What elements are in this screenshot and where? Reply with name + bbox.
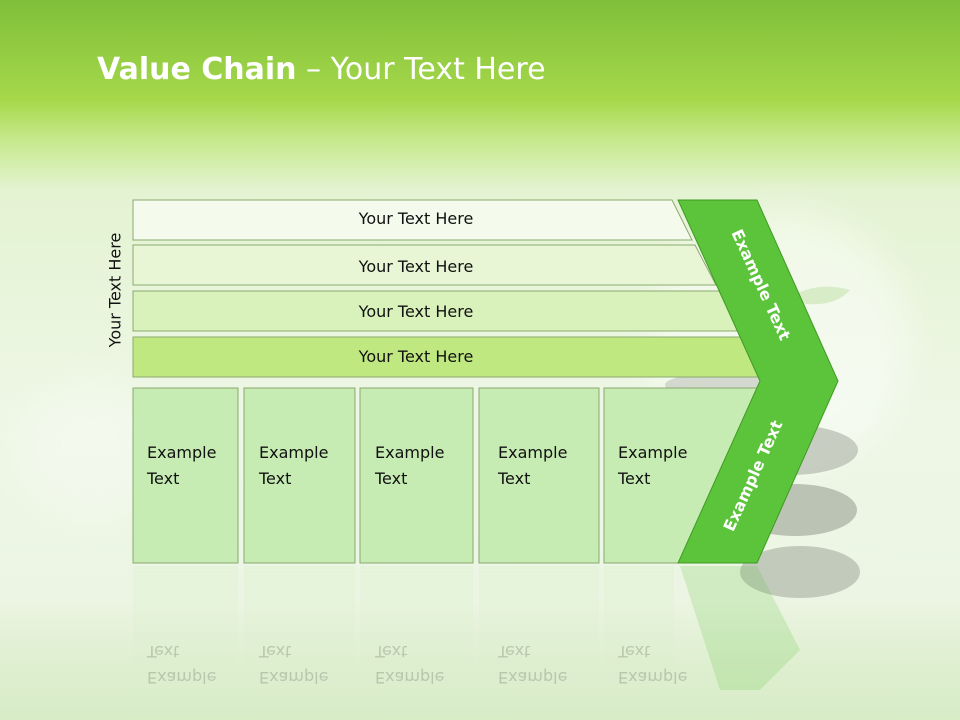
bar-3-label: Your Text Here (358, 302, 474, 321)
column-2-line-1: Example (259, 443, 328, 462)
reflection-text: Example (375, 668, 444, 687)
bar-3: Your Text Here (132, 290, 741, 332)
bar-4-label: Your Text Here (358, 347, 474, 366)
column-1: Example Text (132, 387, 239, 564)
column-2-line-2: Text (258, 469, 291, 488)
reflection-text: Text (617, 642, 650, 661)
bar-1-label: Your Text Here (358, 209, 474, 228)
svg-text:Example Text: Example Text (146, 443, 222, 488)
svg-text:Example Text: Example Text (258, 443, 334, 488)
reflection-text: Example (259, 668, 328, 687)
reflection-text: Text (258, 642, 291, 661)
column-3: Example Text (359, 387, 474, 564)
column-1-line-2: Text (146, 469, 179, 488)
reflection-text: Example (498, 668, 567, 687)
column-5-line-1: Example (618, 443, 687, 462)
bar-2: Your Text Here (132, 244, 717, 286)
slide-title: Value Chain – Your Text Here (97, 52, 546, 87)
reflection-text: Example (147, 668, 216, 687)
reflection-text: Text (497, 642, 530, 661)
title-rest: – Your Text Here (296, 52, 546, 87)
svg-text:Example Text: Example Text (617, 443, 693, 488)
reflection-text: Example (618, 668, 687, 687)
bar-2-label: Your Text Here (358, 257, 474, 276)
column-5-line-2: Text (617, 469, 650, 488)
column-4: Example Text (478, 387, 600, 564)
column-3-line-2: Text (374, 469, 407, 488)
bar-1: Your Text Here (132, 199, 693, 241)
reflection-text: Text (374, 642, 407, 661)
svg-text:Example Text: Example Text (374, 443, 450, 488)
chevron-arrow: Example Text Example Text (677, 199, 839, 564)
title-bold: Value Chain (97, 52, 297, 87)
column-3-line-1: Example (375, 443, 444, 462)
bar-4: Your Text Here (132, 336, 765, 378)
column-1-line-1: Example (147, 443, 216, 462)
column-4-line-1: Example (498, 443, 567, 462)
column-2: Example Text (243, 387, 356, 564)
reflection-text: Text (146, 642, 179, 661)
reflection: Example Text Example Text Example Text E… (133, 566, 800, 690)
column-4-line-2: Text (497, 469, 530, 488)
svg-text:Example Text: Example Text (497, 443, 573, 488)
